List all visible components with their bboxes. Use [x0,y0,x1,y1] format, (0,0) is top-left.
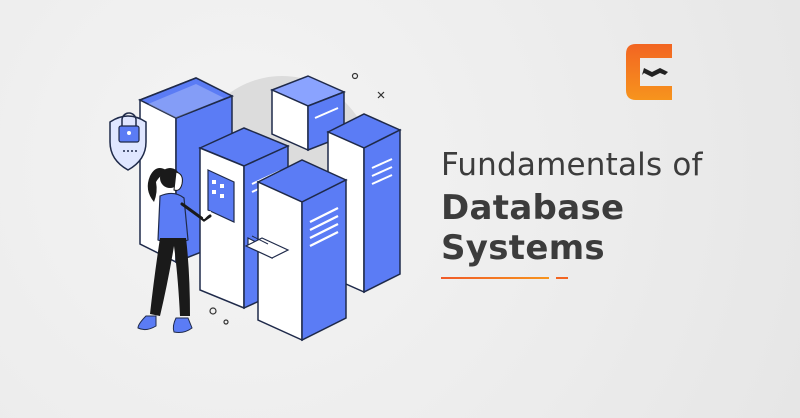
title-underline [441,277,549,279]
title-line-1: Fundamentals of [441,147,703,183]
title-line-3: Systems [441,228,605,268]
padlock-icon [109,112,147,171]
brand-logo-icon [626,44,672,100]
title-underline-accent [556,277,568,279]
server-rack-icon [244,159,348,342]
title-line-2: Database [441,188,625,228]
person-figure [137,168,212,333]
page-title: Fundamentals of Database Systems [441,150,771,271]
server-rack-icon [270,75,346,152]
